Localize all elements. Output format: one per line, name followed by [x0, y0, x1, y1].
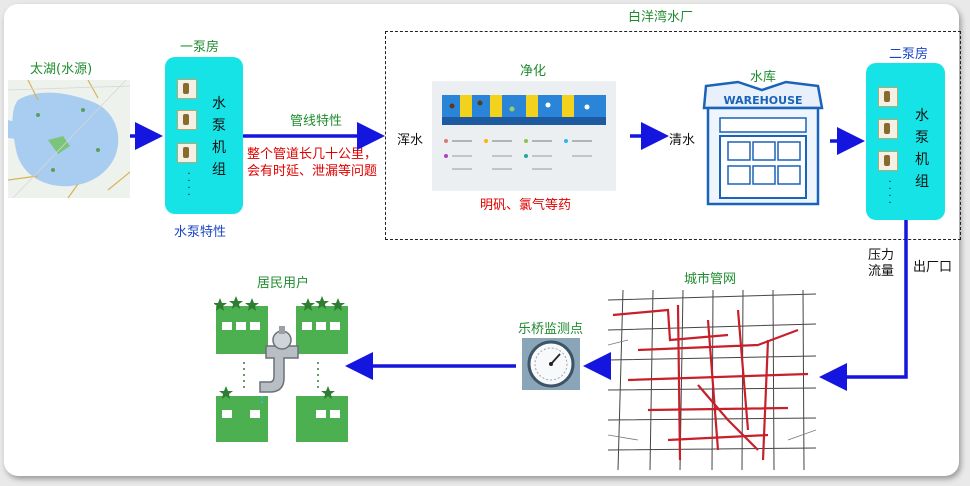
- outlet-label: 出厂口: [913, 260, 953, 275]
- pump-motor-icon: [177, 110, 197, 130]
- pump1-subtitle: 水泵特性: [174, 225, 227, 240]
- warehouse-image: WAREHOUSE: [702, 80, 824, 206]
- pump-group-char: 泵: [212, 118, 226, 134]
- clear-water-label: 清水: [669, 133, 696, 148]
- pump-room-1-box: ···· 水 泵 机 组: [165, 57, 243, 214]
- purify-title: 净化: [520, 64, 547, 79]
- lake-label: 太湖(水源): [30, 62, 93, 77]
- pump-room-2-box: ···· 水 泵 机 组: [866, 63, 945, 220]
- pump2-title: 二泵房: [889, 47, 929, 62]
- pump-motor-icon: [177, 79, 197, 99]
- pipeline-note: 整个管道长几十公里，会有时延、泄漏等问题: [247, 147, 378, 179]
- residents-title: 居民用户: [257, 276, 310, 291]
- pump1-title: 一泵房: [180, 40, 220, 55]
- more-dots: ····: [187, 169, 191, 201]
- pressure-gauge-image: [522, 338, 580, 390]
- city-network-title: 城市管网: [684, 272, 737, 287]
- pump-motor-icon: [177, 143, 197, 163]
- pressure-flow-label: 压力流量: [868, 248, 895, 279]
- plant-title: 白洋湾水厂: [628, 10, 694, 25]
- raw-water-label: 浑水: [397, 133, 424, 148]
- monitor-title: 乐桥监测点: [518, 322, 584, 337]
- chemicals-label: 明矾、氯气等药: [480, 198, 572, 213]
- reservoir-title: 水库: [750, 70, 777, 85]
- city-pipe-network-map: [608, 290, 816, 470]
- pump-group-char: 水: [915, 108, 929, 124]
- pump-motor-icon: [878, 151, 898, 171]
- pump-group-char: 泵: [915, 130, 929, 146]
- lake-map-image: [8, 80, 130, 198]
- pump-group-char: 组: [915, 174, 929, 190]
- pipeline-title: 管线特性: [290, 114, 343, 129]
- pump-motor-icon: [878, 119, 898, 139]
- pump-group-char: 组: [212, 162, 226, 178]
- more-dots: ····: [888, 177, 892, 209]
- residents-buildings-image: [214, 296, 348, 442]
- water-plant-boundary: [385, 31, 961, 240]
- pump-group-char: 水: [212, 96, 226, 112]
- purification-process-image: [432, 81, 616, 191]
- pump-group-char: 机: [212, 140, 226, 156]
- warehouse-sign: WAREHOUSE: [723, 94, 802, 107]
- pump-motor-icon: [878, 87, 898, 107]
- pump-group-char: 机: [915, 152, 929, 168]
